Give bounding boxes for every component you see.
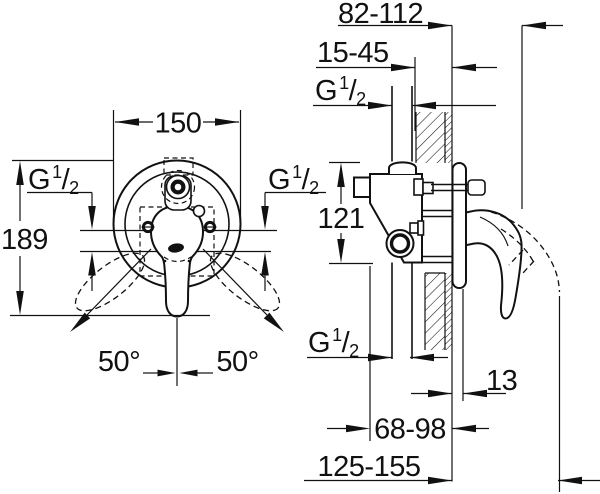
dim-150-label: 150 (155, 108, 202, 140)
top-pipe (391, 86, 413, 162)
lever-handle-side (465, 209, 523, 320)
diverter-knob-dashed (160, 169, 196, 205)
mounting-screw-right (203, 220, 217, 234)
dim-82-112-label: 82-112 (338, 0, 423, 30)
angle-diagonal-left (70, 248, 152, 332)
dim-189: 189 (1, 159, 210, 317)
lever-swing-dashed (490, 211, 561, 293)
dim-13: 13 (411, 289, 518, 401)
dim-50-right: 50° (179, 346, 259, 378)
escutcheon-plate-side (451, 162, 467, 289)
dim-68-98-label: 68-98 (374, 414, 446, 446)
swing-arc-right (209, 252, 281, 312)
diverter-rod-side (431, 179, 486, 196)
dim-15-45-label: 15-45 (317, 37, 389, 69)
dim-50-left: 50° (98, 346, 176, 378)
dim-50-right-label: 50° (216, 346, 258, 378)
dim-125-155: 125-155 (304, 296, 600, 492)
bottom-pipe (391, 262, 413, 359)
lever-handle-front (149, 204, 205, 318)
wall-section-bottom (424, 272, 452, 350)
handle-logo-mark (168, 243, 184, 253)
dim-68-98: 68-98 (327, 266, 489, 446)
diverter-port (192, 204, 206, 218)
dim-15-45: 15-45 (316, 37, 497, 131)
dim-13-label: 13 (486, 365, 517, 397)
dim-150: 150 (112, 108, 242, 222)
diverter-knob-center (170, 179, 186, 195)
dim-121: 121 (318, 161, 373, 265)
handle-detail-arc (163, 256, 192, 263)
swing-arc-left (74, 252, 146, 312)
angle-diagonal-right (202, 248, 284, 332)
valve-body (353, 161, 434, 264)
dim-50-left-label: 50° (98, 346, 140, 378)
wall-section-top (415, 112, 452, 163)
dim-125-155-label: 125-155 (318, 451, 421, 483)
dim-121-label: 121 (318, 203, 365, 235)
mounting-screw-left (141, 220, 155, 234)
dim-82-112: 82-112 (338, 0, 563, 209)
dim-189-label: 189 (1, 224, 48, 256)
side-view (353, 25, 561, 482)
cartridge-sleeve (422, 209, 452, 264)
front-view (70, 157, 284, 386)
